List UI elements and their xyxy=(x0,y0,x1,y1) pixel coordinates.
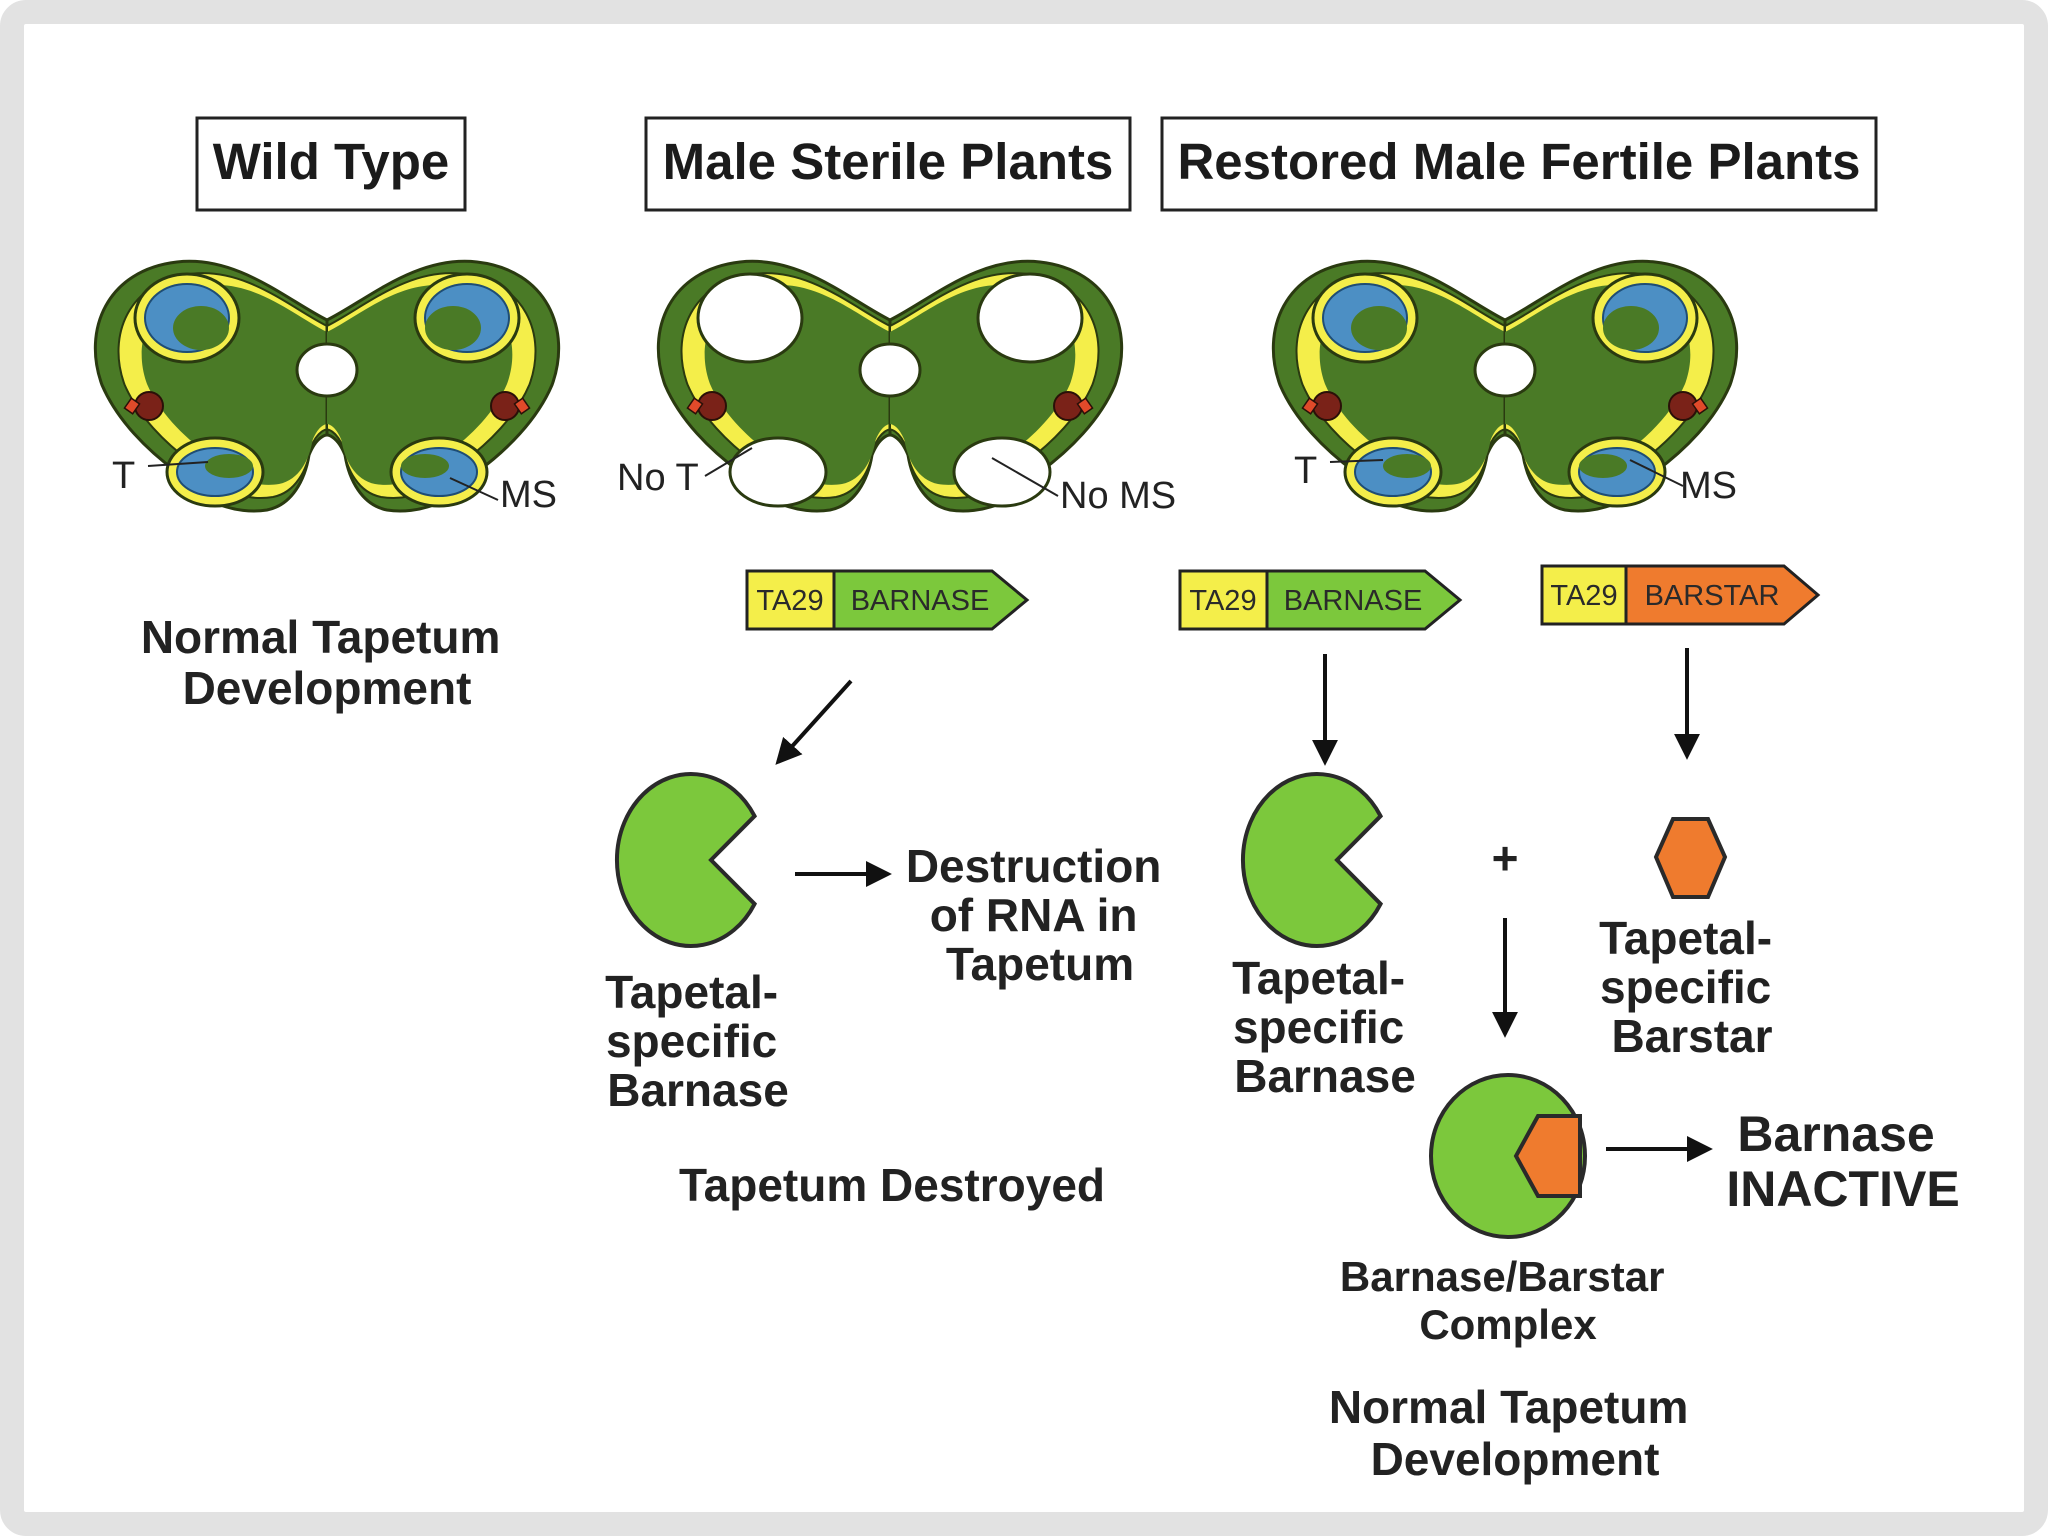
barstar-protein-icon xyxy=(1653,817,1728,899)
anther-male-sterile xyxy=(656,259,1124,513)
header-restored: Restored Male Fertile Plants xyxy=(1160,116,1878,212)
locule xyxy=(976,272,1084,364)
stomium xyxy=(1301,397,1319,415)
anther-wild-type xyxy=(93,259,561,513)
connective-lobe xyxy=(1351,306,1407,350)
locule xyxy=(728,436,828,508)
stomium xyxy=(686,397,704,415)
complex-label: Barnase/Barstar Complex xyxy=(1340,1253,1676,1348)
anther-wing-left xyxy=(656,259,892,513)
gene-label: BARNASE xyxy=(851,585,990,617)
connective-pore xyxy=(1473,342,1537,398)
anther-wing-left xyxy=(1271,259,1507,513)
label-no-ms: No MS xyxy=(1060,475,1176,517)
anther-wing-right xyxy=(888,259,1124,513)
restored-barnase-label: Tapetal- specific Barnase xyxy=(1232,952,1418,1102)
header-wild-type: Wild Type xyxy=(195,116,467,212)
stomium xyxy=(123,397,141,415)
vascular-bundle xyxy=(1312,391,1342,421)
arrow-icon xyxy=(775,679,853,765)
plus-sign: + xyxy=(1492,832,1519,884)
gene-label: BARNASE xyxy=(1284,585,1423,617)
sterile-protein-label: Tapetal- specific Barnase xyxy=(605,966,791,1116)
vascular-bundle xyxy=(134,391,164,421)
promoter-label: TA29 xyxy=(1550,580,1617,612)
connective-pore xyxy=(858,342,922,398)
anther-restored xyxy=(1271,259,1739,513)
barnase-protein-icon xyxy=(614,772,758,948)
svg-text:Male Sterile Plants: Male Sterile Plants xyxy=(663,133,1114,190)
gene-construct-restored-barstar: TA29 BARSTAR xyxy=(1540,564,1821,626)
connective-lobe xyxy=(401,454,449,478)
wild-caption: Normal Tapetum Development xyxy=(141,611,513,714)
promoter-label: TA29 xyxy=(1189,585,1256,617)
label-ms: MS xyxy=(500,474,557,516)
connective-lobe xyxy=(1383,454,1431,478)
restored-anther-labels: T MS xyxy=(1294,450,1737,507)
gene-construct-sterile: TA29 BARNASE xyxy=(745,569,1030,631)
vascular-bundle xyxy=(1668,391,1698,421)
locule xyxy=(696,272,804,364)
vascular-bundle xyxy=(697,391,727,421)
connective-lobe xyxy=(173,306,229,350)
sterile-result: Tapetum Destroyed xyxy=(679,1159,1105,1211)
label-ms: MS xyxy=(1680,465,1737,507)
header-male-sterile: Male Sterile Plants xyxy=(644,116,1132,212)
connective-pore xyxy=(295,342,359,398)
connective-lobe xyxy=(1579,454,1627,478)
label-t: T xyxy=(112,455,135,497)
gene-construct-restored-barnase: TA29 BARNASE xyxy=(1178,569,1463,631)
complex-protein-icon xyxy=(1429,1073,1587,1239)
gene-label: BARSTAR xyxy=(1645,580,1780,612)
sterile-effect: Destruction of RNA in Tapetum xyxy=(906,840,1174,990)
connective-lobe xyxy=(205,454,253,478)
vascular-bundle xyxy=(1053,391,1083,421)
restored-effect: Barnase INACTIVE xyxy=(1726,1106,1959,1217)
svg-text:Restored Male Fertile Plants: Restored Male Fertile Plants xyxy=(1177,133,1860,190)
label-t: T xyxy=(1294,450,1317,492)
label-no-t: No T xyxy=(617,457,699,499)
restored-barstar-label: Tapetal- specific Barstar xyxy=(1599,912,1785,1062)
connective-lobe xyxy=(425,306,481,350)
barnase-protein-icon xyxy=(1240,772,1384,948)
stomium xyxy=(1076,397,1094,415)
locule xyxy=(952,436,1052,508)
sterile-anther-labels: No T No MS xyxy=(617,447,1176,517)
anther-wing-left xyxy=(93,259,329,513)
connective-lobe xyxy=(1603,306,1659,350)
stomium xyxy=(1691,397,1709,415)
svg-text:Wild Type: Wild Type xyxy=(213,133,450,190)
promoter-label: TA29 xyxy=(756,585,823,617)
anther-wing-right xyxy=(1503,259,1739,513)
vascular-bundle xyxy=(490,391,520,421)
anther-wing-right xyxy=(325,259,561,513)
wild-anther-labels: T MS xyxy=(112,455,557,516)
stomium xyxy=(513,397,531,415)
restored-caption: Normal Tapetum Development xyxy=(1329,1381,1701,1485)
